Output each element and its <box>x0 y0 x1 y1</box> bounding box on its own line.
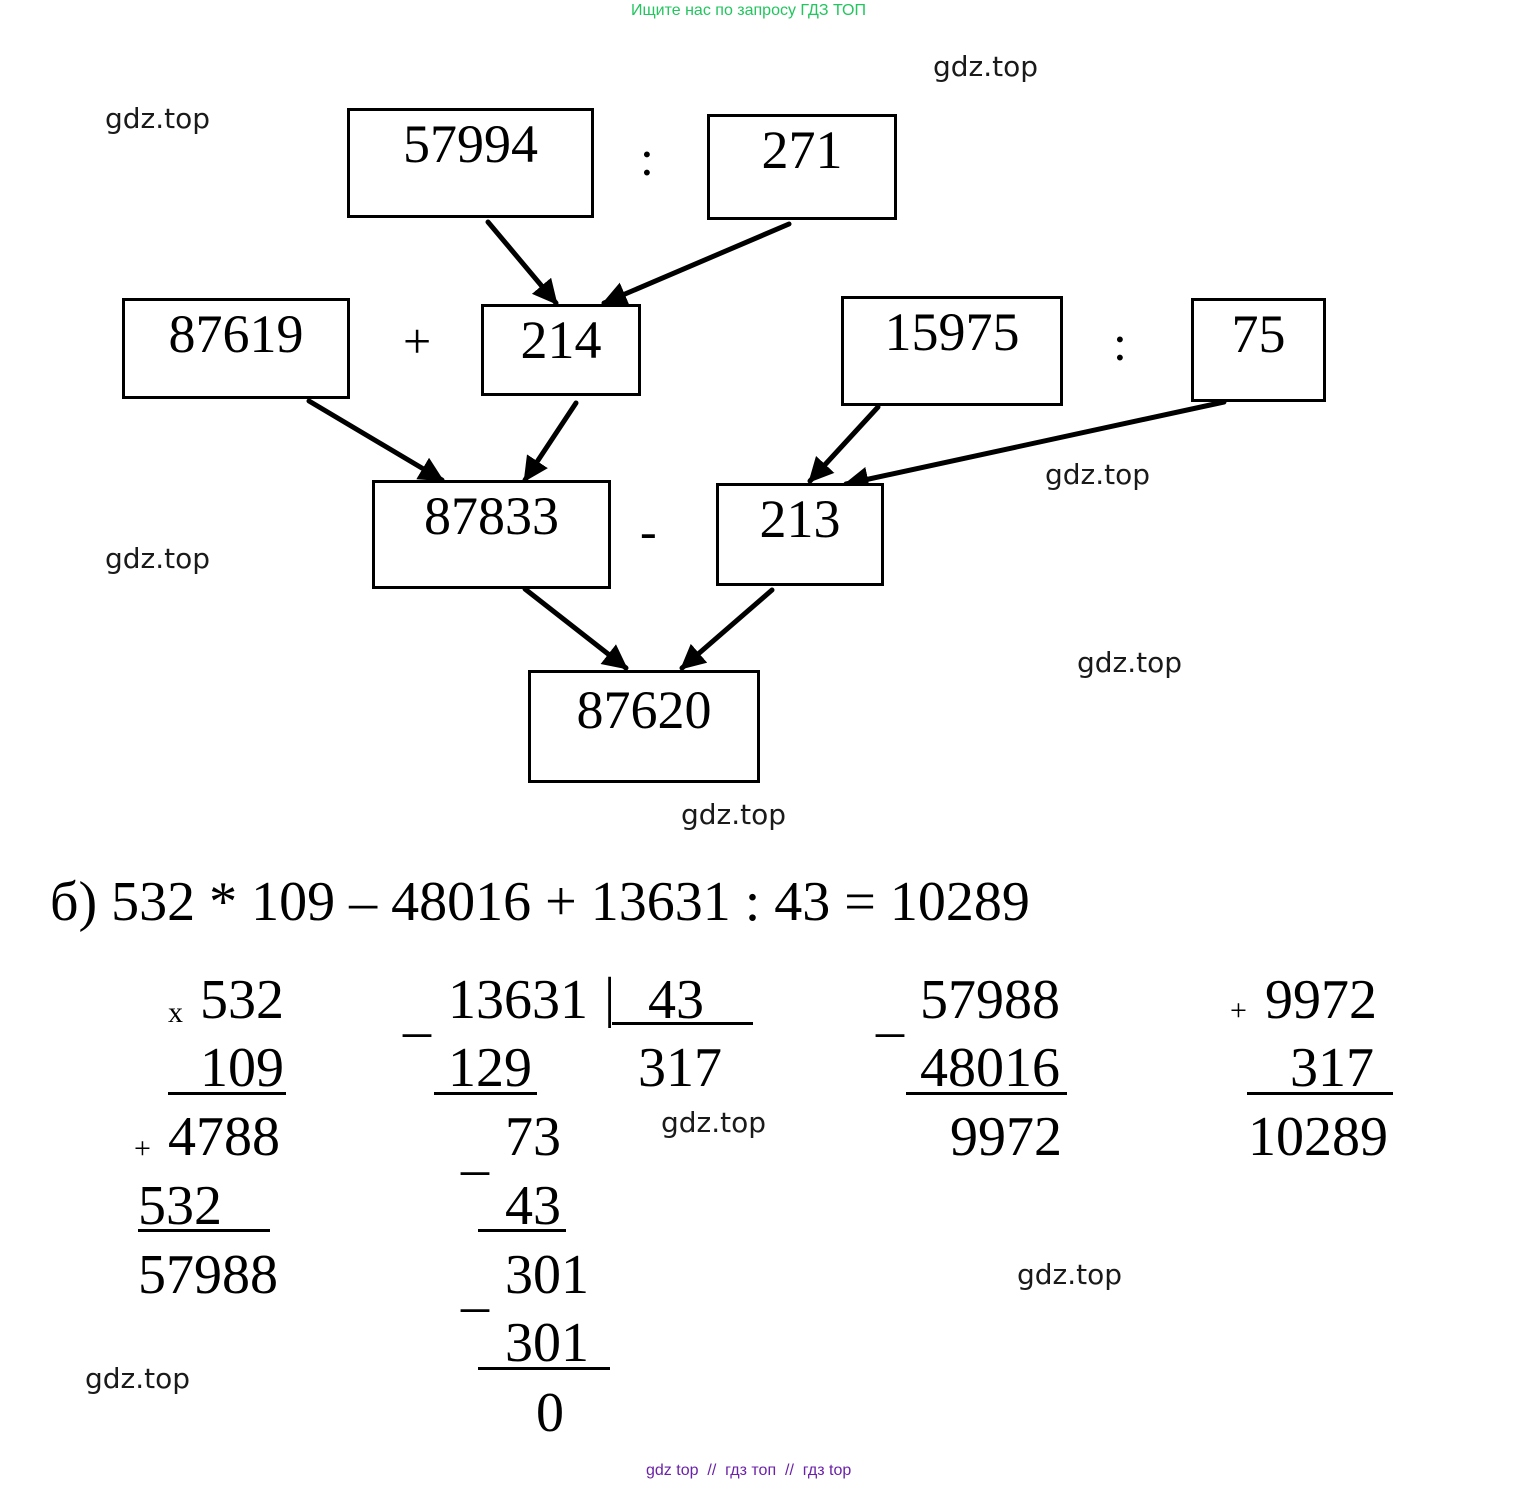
underline <box>168 1092 286 1095</box>
box-value: 15975 <box>884 302 1020 362</box>
watermark: gdz.top <box>105 542 211 575</box>
underline <box>612 1022 753 1025</box>
box-value: 213 <box>759 489 841 549</box>
partial-product: 4788 <box>168 1106 280 1168</box>
footer-separator: // <box>785 1462 794 1479</box>
addend: 317 <box>1290 1037 1374 1099</box>
box-value: 87620 <box>576 680 712 740</box>
operator-divide: : <box>640 130 654 186</box>
underline <box>1247 1092 1393 1095</box>
operator-minus: - <box>640 503 657 559</box>
number-box: 15975 <box>841 296 1063 406</box>
mult-operand: 532 <box>200 969 284 1031</box>
quotient: 317 <box>638 1037 722 1099</box>
number-box: 75 <box>1191 298 1326 402</box>
header-banner: Ищите нас по запросу ГДЗ ТОП <box>631 2 866 19</box>
box-value: 87833 <box>424 486 559 546</box>
watermark: gdz.top <box>1017 1258 1123 1291</box>
addend: 9972 <box>1265 969 1377 1031</box>
number-box: 213 <box>716 483 884 586</box>
minus-sign: _ <box>461 1119 489 1181</box>
underline <box>478 1367 610 1370</box>
underline <box>434 1092 537 1095</box>
underline <box>906 1092 1067 1095</box>
watermark: gdz.top <box>85 1362 191 1395</box>
final-remainder: 0 <box>536 1382 564 1444</box>
mult-operand: 109 <box>200 1037 284 1099</box>
watermark: gdz.top <box>1045 458 1151 491</box>
arrow <box>601 221 792 306</box>
difference: 9972 <box>950 1106 1062 1168</box>
number-box: 214 <box>481 304 641 396</box>
minuend: 57988 <box>920 969 1060 1031</box>
footer-link[interactable]: гдз top <box>802 1462 852 1479</box>
plus-sign: + <box>134 1132 151 1165</box>
box-value: 214 <box>520 310 602 370</box>
box-value: 271 <box>761 120 843 180</box>
arrow <box>522 586 629 671</box>
arrow <box>306 398 445 483</box>
subtrahend: 48016 <box>920 1037 1060 1099</box>
plus-sign: + <box>1230 994 1247 1027</box>
number-box: 87833 <box>372 480 611 589</box>
box-value: 75 <box>1231 304 1286 364</box>
watermark: gdz.top <box>933 50 1039 83</box>
remainder: 73 <box>505 1106 561 1168</box>
sum: 10289 <box>1248 1106 1388 1168</box>
underline <box>478 1229 566 1232</box>
mult-result: 57988 <box>138 1244 278 1306</box>
subtrahend: 301 <box>505 1312 589 1374</box>
footer-link[interactable]: гдз топ <box>725 1462 777 1479</box>
operator-plus: + <box>403 313 432 369</box>
arrow <box>485 219 559 306</box>
result-box: 87620 <box>528 670 760 783</box>
minus-sign: _ <box>876 981 904 1043</box>
box-value: 87619 <box>168 304 304 364</box>
watermark: gdz.top <box>105 102 211 135</box>
footer-link[interactable]: gdz top <box>646 1462 699 1479</box>
equation-b: б) 532 * 109 – 48016 + 13631 : 43 = 1028… <box>50 871 1030 933</box>
watermark: gdz.top <box>1077 646 1183 679</box>
minus-sign: _ <box>403 981 431 1043</box>
minus-sign: _ <box>461 1256 489 1318</box>
arrow <box>522 400 579 483</box>
arrow <box>679 587 775 671</box>
footer-separator: // <box>707 1462 717 1479</box>
number-box: 271 <box>707 114 897 220</box>
arrow <box>843 399 1227 492</box>
watermark: gdz.top <box>681 798 787 831</box>
subtrahend: 129 <box>448 1037 532 1099</box>
dividend: 13631 <box>448 969 588 1031</box>
number-box: 87619 <box>122 298 350 399</box>
remainder: 301 <box>505 1244 589 1306</box>
mult-sign: x <box>168 996 183 1029</box>
number-box: 57994 <box>347 108 594 218</box>
footer-links: gdz top // гдз топ // гдз top <box>646 1462 851 1480</box>
partial-product: 532 <box>138 1175 222 1237</box>
box-value: 57994 <box>403 114 538 174</box>
subtrahend: 43 <box>505 1175 561 1237</box>
watermark: gdz.top <box>661 1106 767 1139</box>
divisor: 43 <box>648 969 704 1031</box>
arrow <box>807 404 881 484</box>
operator-divide: : <box>1113 315 1127 371</box>
underline <box>138 1229 270 1232</box>
division-bar: | <box>604 967 616 1029</box>
